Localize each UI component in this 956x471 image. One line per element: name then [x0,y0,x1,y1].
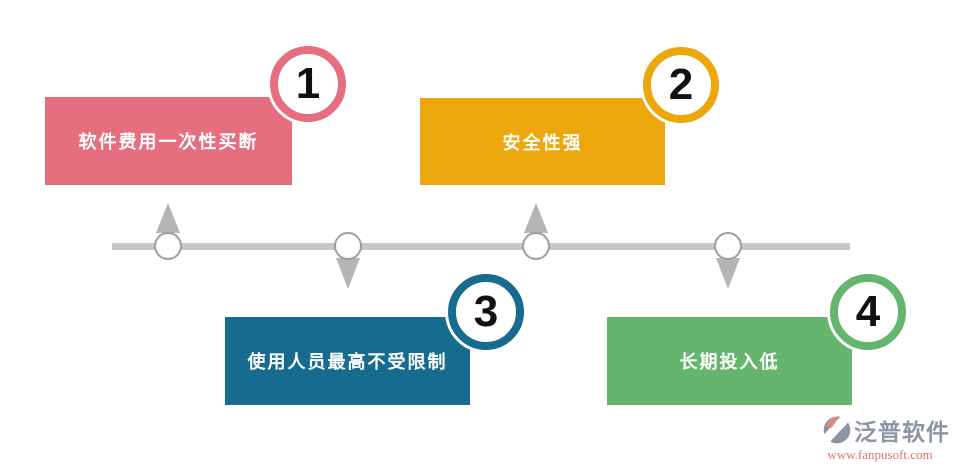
brand-website: www.fanpusoft.com [827,447,933,462]
step-number-badge-2: 2 [643,47,719,123]
arrow-up-icon [156,203,180,233]
brand-watermark: 泛普软件 www.fanpusoft.com [810,413,950,463]
timeline-line [112,243,850,250]
arrow-down-icon [336,258,360,289]
step-label-2: 安全性强 [502,132,583,153]
timeline-node [522,232,550,260]
step-number-2: 2 [668,60,694,109]
arrow-up-icon [524,203,548,233]
arrow-down-icon [716,258,740,289]
step-box-3: 使用人员最高不受限制 [225,317,470,405]
brand-name: 泛普软件 [854,419,950,445]
step-number-badge-4: 4 [830,274,906,350]
step-number-3: 3 [473,287,499,336]
step-number-1: 1 [295,59,321,108]
step-label-4: 长期投入低 [679,352,780,372]
timeline-node [714,232,742,260]
timeline-node [334,232,362,260]
step-number-badge-1: 1 [270,46,346,122]
step-number-4: 4 [855,287,881,336]
fanpu-logo-icon [822,415,851,445]
step-label-3: 使用人员最高不受限制 [247,352,448,372]
step-box-1: 软件费用一次性买断 [45,97,292,185]
timeline-node [154,232,182,260]
step-box-2: 安全性强 [420,98,665,185]
step-label-1: 软件费用一次性买断 [78,132,259,152]
step-box-4: 长期投入低 [607,317,852,405]
step-number-badge-3: 3 [448,274,524,350]
